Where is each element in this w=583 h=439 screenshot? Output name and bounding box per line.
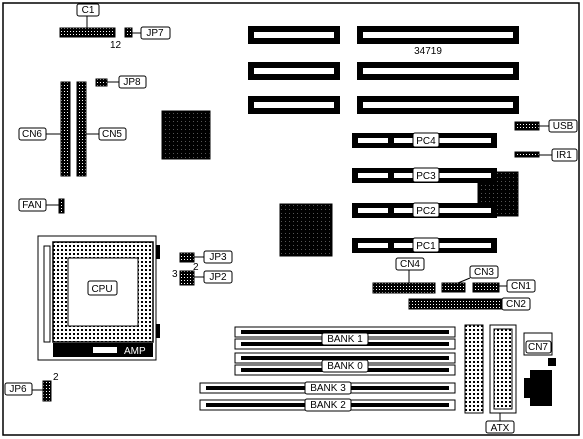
bank0-slots: BANK 0	[234, 352, 456, 376]
isa-slots: 34719	[248, 26, 519, 114]
bank3-slots: BANK 3	[199, 381, 456, 395]
chipset-north	[161, 110, 211, 160]
atx-label: ATX	[491, 423, 510, 434]
bank2-slots: BANK 2	[199, 398, 456, 412]
bank3-label: BANK 3	[310, 383, 346, 394]
bank1-slots: BANK 1	[234, 326, 456, 350]
cn6-connector: CN6	[18, 81, 71, 177]
c1-label: C1	[82, 5, 95, 16]
jp8-label: JP8	[123, 77, 141, 88]
cn4-connector: CN4	[372, 257, 436, 294]
jp8-jumper: JP8	[95, 75, 147, 89]
cn1-connector: CN1	[472, 279, 536, 293]
jp7-label: JP7	[146, 28, 164, 39]
cpu-socket: CPU AMP	[37, 235, 160, 361]
jp7-jumper: JP7 12	[110, 26, 171, 51]
jp3-pin-label: 2	[193, 262, 199, 273]
cn7-connector: CN7	[523, 332, 556, 406]
cn1-label: CN1	[511, 281, 531, 292]
bank1-label: BANK 1	[327, 334, 363, 345]
jp3-jumper: JP3 2	[179, 250, 233, 273]
jp7-pin-label: 12	[110, 40, 122, 51]
cn2-connector: CN2	[408, 297, 531, 311]
pci-slot-pc2: PC2	[352, 202, 497, 218]
cn3-label: CN3	[474, 267, 494, 278]
pc2-label: PC2	[416, 206, 436, 217]
cn2-label: CN2	[506, 299, 526, 310]
usb-connector: USB	[514, 119, 578, 133]
amp-label: AMP	[124, 346, 146, 357]
pc4-label: PC4	[416, 136, 436, 147]
jp3-label: JP3	[209, 252, 227, 263]
bank2-label: BANK 2	[310, 400, 346, 411]
jp6-pin-label: 2	[53, 372, 59, 383]
jp6-label: JP6	[9, 384, 27, 395]
cpu-label: CPU	[91, 284, 112, 295]
c1-connector: C1	[59, 3, 116, 38]
fan-connector: FAN	[18, 198, 65, 214]
cn7-label: CN7	[528, 342, 548, 353]
cn4-label: CN4	[400, 259, 420, 270]
chipset-south	[279, 203, 333, 257]
cn6-label: CN6	[22, 129, 42, 140]
cn5-connector: CN5	[76, 81, 127, 177]
board-id-label: 34719	[414, 46, 442, 57]
ir1-connector: IR1	[514, 148, 578, 162]
jp2-label: JP2	[209, 272, 227, 283]
atx-power-connector: ATX	[464, 324, 517, 434]
pci-slot-pc3: PC3	[352, 167, 497, 183]
jp6-jumper: JP6 2	[4, 372, 59, 402]
pc1-label: PC1	[416, 241, 436, 252]
cn5-label: CN5	[102, 129, 122, 140]
pci-slot-pc4: PC4	[352, 132, 497, 148]
pci-slot-pc1: PC1	[352, 237, 497, 253]
pc3-label: PC3	[416, 171, 436, 182]
jp2-pin-label: 3	[172, 269, 178, 280]
ir1-label: IR1	[556, 150, 572, 161]
usb-label: USB	[553, 121, 574, 132]
bank0-label: BANK 0	[327, 361, 363, 372]
cn3-connector: CN3	[441, 265, 499, 293]
jp2-jumper: JP2 3	[172, 269, 233, 286]
fan-label: FAN	[22, 200, 41, 211]
